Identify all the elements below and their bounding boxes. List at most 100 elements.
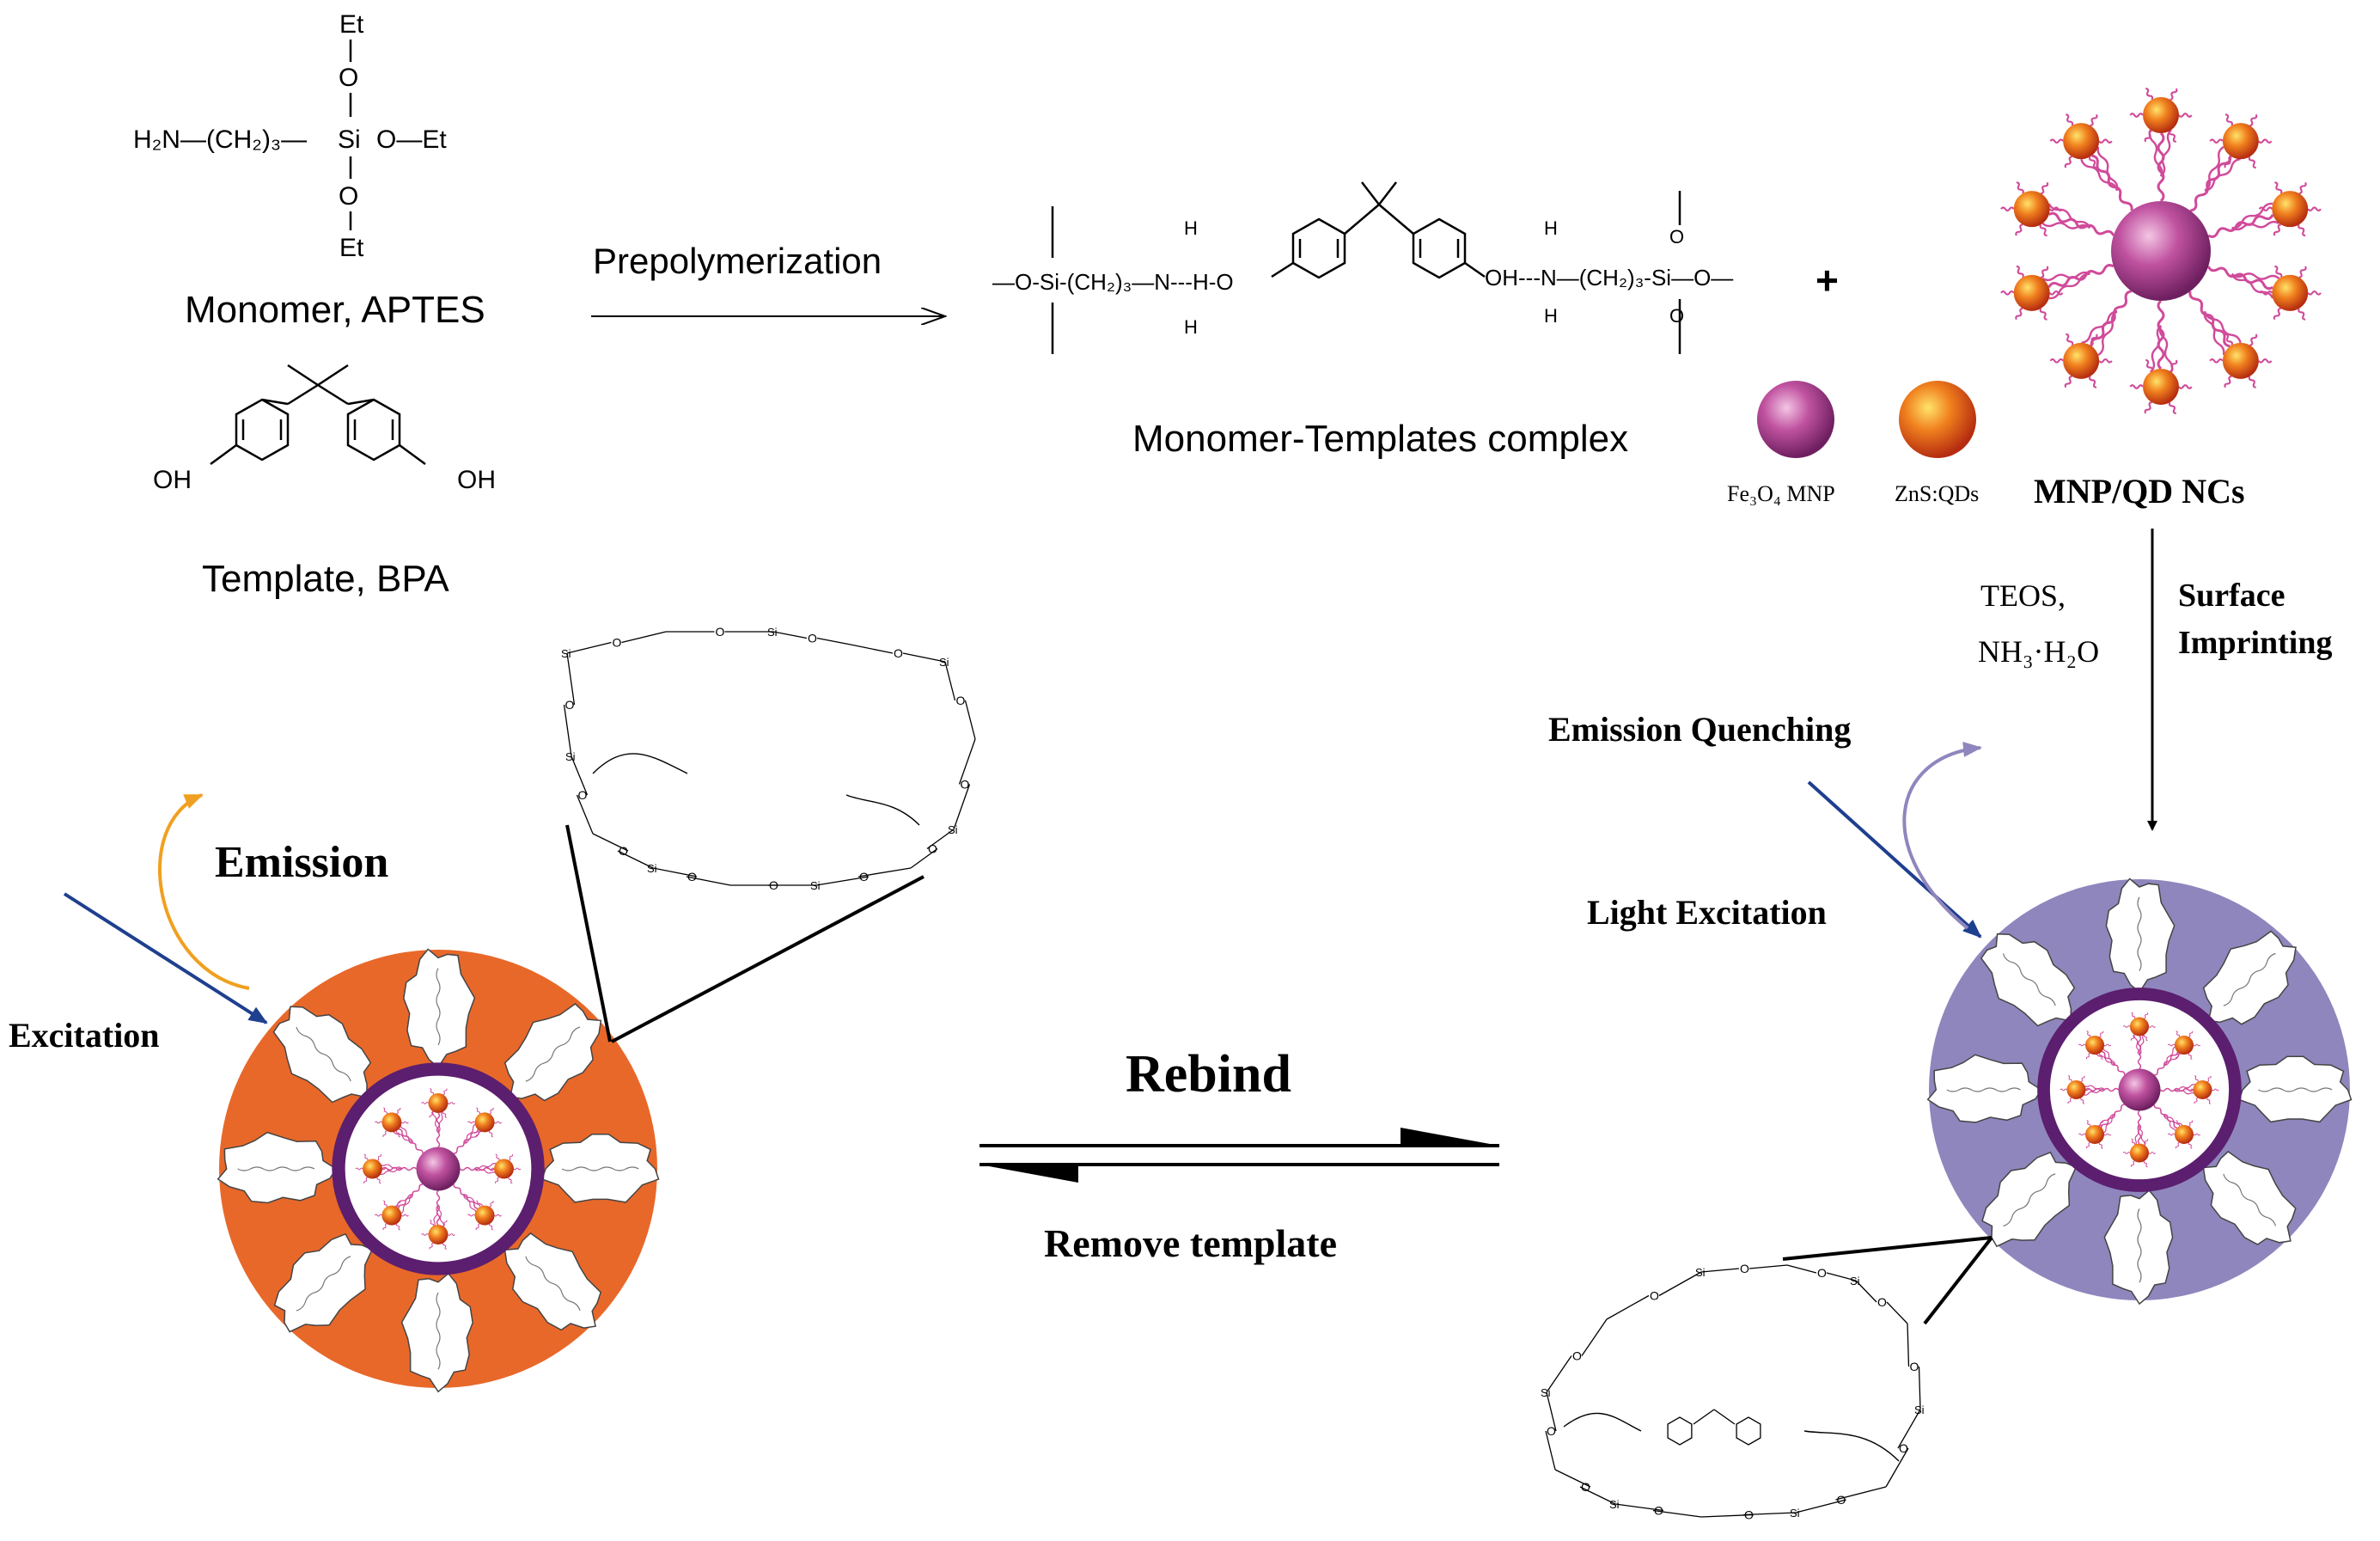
siloxane-bond [1606,1294,1650,1320]
qd-ligand [508,1177,513,1184]
qd-ligand [2169,359,2178,372]
ligand-branch [2204,145,2224,192]
emission-label: Emission [215,838,388,887]
reagent-line-1: TEOS, [1980,578,2066,613]
qd-ligand [2167,1133,2176,1136]
qd-ligand [2209,358,2224,364]
cavity-chain [436,968,441,1046]
imprinted-cavity [2103,1189,2174,1306]
ligand-branch [2081,310,2118,345]
ligand-branch [437,1110,444,1134]
siloxane-bond [1886,1301,1908,1324]
qd-ligand [2060,1088,2067,1092]
light-excitation-label: Light Excitation [1587,893,1827,932]
cavity-chain [1946,1087,2021,1092]
zoom-line-right-b [1923,1236,1993,1325]
qd-ligand [467,1121,476,1124]
oxygen-atom: O [687,870,697,884]
cavity-chain [2137,896,2142,971]
qd-ligand [2274,265,2283,278]
qd-ligand [2143,1160,2148,1168]
qd-ligand [448,1233,455,1236]
qd-ligand [2000,206,2015,212]
quantum-dot [2063,342,2100,379]
qd-ligand [400,1214,409,1217]
quantum-dot [2222,342,2259,379]
oxygen-atom: O [1910,1360,1919,1373]
magnetic-core [2118,1068,2161,1111]
oxygen-atom: O [859,870,869,884]
quantum-dot [2085,1036,2105,1055]
qd-ligand [2066,333,2074,346]
qd-ligand [2144,1139,2149,1146]
aptes-o-bottom: O [339,182,358,211]
qd-ligand [2130,1034,2135,1041]
quantum-dot [2193,1079,2212,1100]
oxygen-atom: O [769,878,778,892]
qd-ligand [2194,1075,2199,1082]
qd-ligand [395,1130,400,1138]
propyl-chain [845,794,920,826]
qd-ligand [2298,181,2307,195]
siloxane-bond [815,876,870,886]
magnetic-core [416,1147,461,1191]
cavity-chain [2002,953,2056,1006]
reagent-line-2: NH₃·H₂O [1978,634,2099,669]
siloxane-bond [621,631,667,644]
ligand-branch [2133,1033,2141,1055]
ligand-branch [2139,1033,2145,1056]
qd-ligand [2188,1030,2194,1038]
silicon-atom: Si [1790,1507,1800,1520]
cavity-chain [2003,1173,2056,1227]
ligand-branch [2133,1123,2140,1147]
ligand-branch [400,1194,413,1214]
ligand-branch [2102,1114,2115,1134]
siloxane-bond [857,867,912,878]
oxygen-atom: O [956,694,966,707]
ligand-strand [2101,1104,2125,1128]
qd-ligand [2176,1030,2181,1037]
quantum-dot [2129,1143,2150,1163]
complex-o-top-right: O [1669,226,1684,248]
qd-ligand [2067,1098,2072,1104]
complex-h-top-left: H [1184,217,1198,239]
ligand-branch [2096,1053,2115,1066]
plus-sign: + [1816,258,1839,303]
siloxane-bond [1545,1430,1556,1471]
complex-h-bottom-right: H [1544,305,1558,327]
mnp-label: Fe₃O₄ MNP [1727,481,1835,506]
qd-ligand [475,1130,480,1137]
bpa-oh-left: OH [153,466,192,494]
silicon-atom: Si [939,656,949,669]
ligand-branch [463,1194,477,1214]
oxygen-atom: O [1654,1504,1663,1518]
emission-quenching-label: Emission Quenching [1548,710,1851,749]
qd-ligand [374,1121,382,1124]
qd-ligand [2039,223,2047,237]
qd-ligand [2148,1025,2157,1028]
siloxane-bond [1581,1318,1608,1356]
qd-ligand [2015,307,2023,321]
quantum-dot [381,1112,402,1133]
siloxane-bond [1546,1355,1572,1393]
imprinted-cavity [400,1272,473,1393]
siloxane-bond [958,738,976,785]
siloxane-bond [1897,1409,1921,1449]
siloxane-bond [1554,1469,1591,1488]
siloxane-bond [1579,1486,1616,1505]
silicon-atom: Si [561,647,571,660]
siloxane-bond [1614,1503,1664,1512]
quantum-dot [2013,191,2050,228]
oxygen-atom: O [928,842,937,856]
silicon-atom: Si [647,862,657,875]
siloxane-bond [1918,1366,1921,1410]
qd-ligand [382,1130,388,1138]
siloxane-bond [571,755,589,796]
qd-ligand [442,1243,447,1250]
propyl-chain [592,753,688,774]
qd-ligand [489,1130,493,1138]
qd-ligand [442,1220,448,1227]
oxygen-atom: O [1899,1441,1908,1455]
qd-ligand [400,1121,409,1124]
qd-ligand [2188,1053,2193,1060]
